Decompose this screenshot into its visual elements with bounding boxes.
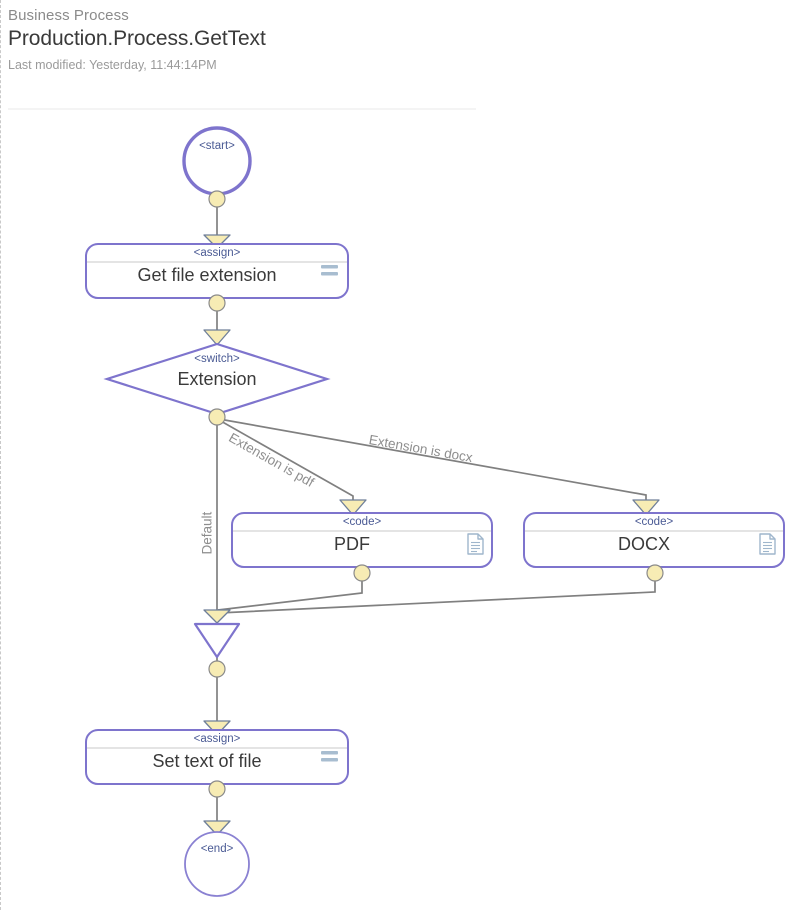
node-switch-extension[interactable] bbox=[103, 342, 331, 416]
connector-dot-start-out[interactable] bbox=[208, 190, 226, 208]
connector-dot-assign-get-extension-out[interactable] bbox=[208, 294, 226, 312]
arrowhead-to-assign-set-text bbox=[203, 720, 231, 736]
last-modified-label: Last modified: Yesterday, 11:44:14PM bbox=[8, 58, 217, 72]
connector-pdf-to-join bbox=[217, 578, 363, 611]
arrowhead-to-pdf bbox=[339, 499, 367, 516]
document-icon bbox=[759, 533, 776, 555]
page-header: Business Process Production.Process.GetT… bbox=[1, 0, 796, 74]
process-kind-label: Business Process bbox=[8, 7, 129, 24]
connector-dot-docx-out[interactable] bbox=[646, 564, 664, 582]
document-icon bbox=[467, 533, 484, 555]
connector-dot-join-out[interactable] bbox=[208, 660, 226, 678]
node-start[interactable] bbox=[182, 126, 252, 196]
arrowhead-to-switch bbox=[203, 329, 231, 346]
page-title: Production.Process.GetText bbox=[8, 27, 266, 50]
node-code-pdf[interactable] bbox=[231, 512, 493, 568]
arrowhead-to-end bbox=[203, 820, 231, 836]
connector-dot-assign-set-text-out[interactable] bbox=[208, 780, 226, 798]
arrowhead-to-join bbox=[203, 609, 231, 624]
node-code-docx[interactable] bbox=[523, 512, 785, 568]
node-assign-get-extension[interactable] bbox=[85, 243, 349, 299]
arrowhead-to-assign-get-extension bbox=[203, 234, 231, 249]
node-join[interactable] bbox=[193, 622, 241, 659]
connector-dot-switch-out[interactable] bbox=[208, 408, 226, 426]
connector-dot-pdf-out[interactable] bbox=[353, 564, 371, 582]
connector-switch-to-pdf bbox=[218, 419, 354, 504]
arrowhead-to-docx bbox=[632, 499, 660, 516]
header-separator bbox=[8, 108, 476, 110]
connector-docx-to-join bbox=[217, 578, 656, 614]
connector-switch-to-docx bbox=[218, 418, 647, 504]
node-assign-set-text[interactable] bbox=[85, 729, 349, 785]
node-end[interactable] bbox=[184, 831, 250, 897]
